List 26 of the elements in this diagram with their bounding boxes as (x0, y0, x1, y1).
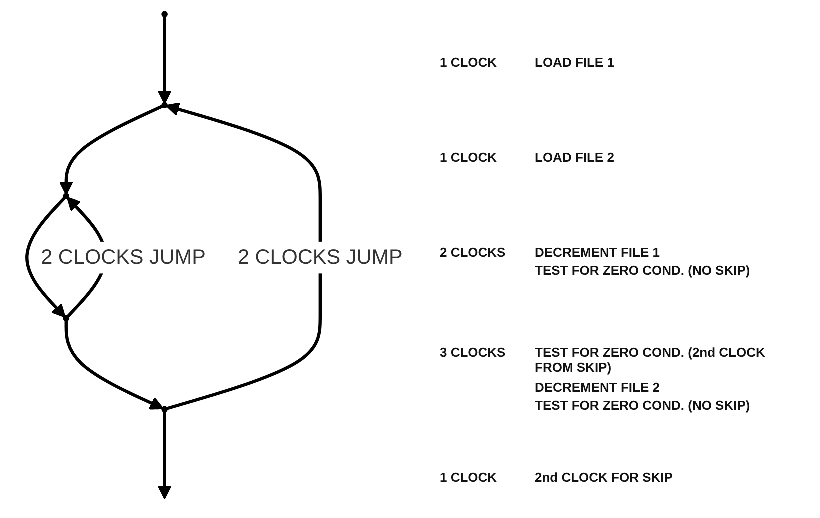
node-circle (162, 406, 168, 413)
edge-label: 2 CLOCKS JUMP (41, 245, 206, 269)
clock-count-label: 1 CLOCK (440, 55, 498, 70)
step-description: LOAD FILE 2 (535, 150, 616, 165)
clock-count-label: 1 CLOCK (440, 470, 498, 485)
arrow (64, 320, 164, 410)
step-description: 2nd CLOCK FOR SKIP (535, 470, 674, 485)
edge-label: 2 CLOCKS JUMP (238, 245, 403, 269)
node-circle (63, 315, 70, 322)
arrow (158, 411, 172, 500)
step-description: LOAD FILE 1 (535, 55, 616, 70)
step-description: TEST FOR ZERO COND. (NO SKIP) (535, 398, 752, 413)
node-circle (162, 102, 168, 109)
arrow (166, 102, 322, 411)
step-description: TEST FOR ZERO COND. (NO SKIP) (535, 263, 752, 278)
clock-count-label: 3 CLOCKS (440, 345, 507, 360)
node-circle (162, 11, 168, 18)
clock-count-label: 1 CLOCK (440, 150, 498, 165)
step-description: TEST FOR ZERO COND. (2nd CLOCK FROM SKIP) (535, 345, 766, 375)
arrow (26, 196, 66, 318)
step-description: DECREMENT FILE 2 (535, 380, 661, 395)
clock-count-label: 2 CLOCKS (440, 245, 507, 260)
arrow (59, 104, 164, 196)
node-circle (63, 193, 70, 200)
step-description: DECREMENT FILE 1 (535, 245, 661, 260)
arrow (158, 16, 172, 104)
